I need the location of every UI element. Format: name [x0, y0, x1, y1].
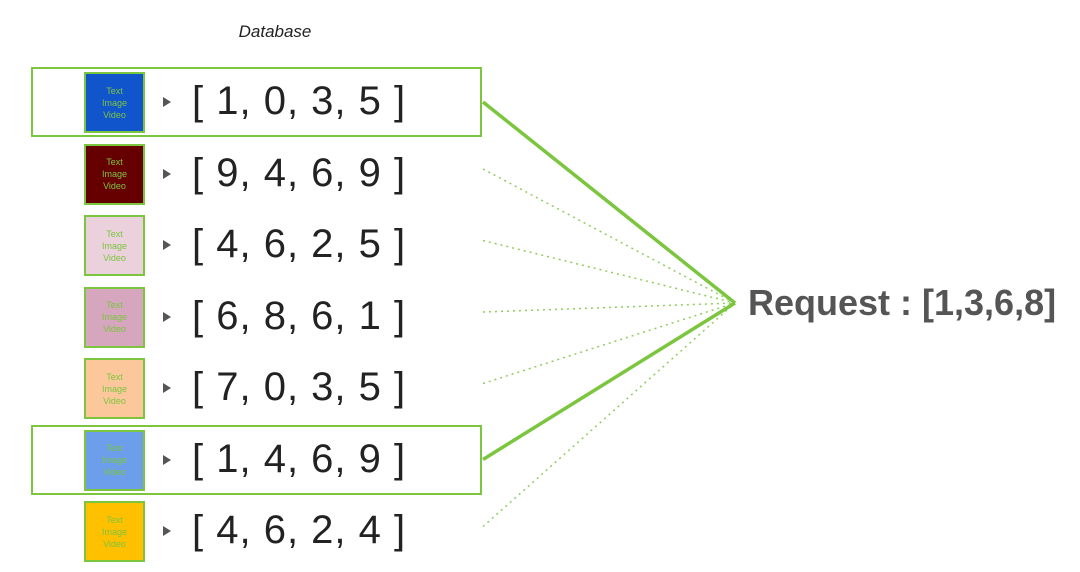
thumbnail-text: Image	[101, 383, 127, 394]
match-highlight-box	[31, 424, 482, 495]
thumbnail-text: Image	[101, 169, 127, 179]
arrow-right-icon	[163, 168, 171, 179]
thumbnail-text: Video	[103, 181, 126, 191]
arrow-right-icon	[163, 240, 171, 250]
arrow-right-icon	[163, 526, 171, 536]
match-connector-line	[481, 100, 737, 305]
thumbnail-text: Video	[103, 252, 126, 263]
embedding-vector: [ 1, 0, 3, 5 ]	[192, 79, 407, 123]
candidate-connector-line	[482, 239, 736, 304]
candidate-connector-line	[482, 168, 736, 304]
thumbnail-text: Text	[106, 300, 123, 310]
thumbnail-text: Video	[103, 538, 126, 549]
candidate-connector-line	[482, 302, 736, 313]
embedding-vector: [ 6, 8, 6, 1 ]	[192, 293, 407, 338]
embedding-vector: [ 7, 0, 3, 5 ]	[192, 365, 407, 409]
thumbnail-text: Text	[106, 85, 123, 96]
match-connector-line	[482, 301, 736, 461]
thumbnail-text: Video	[103, 109, 126, 120]
candidate-connector-line	[482, 302, 736, 528]
thumbnail-text: Text	[106, 157, 123, 167]
thumbnail-text: Video	[103, 395, 126, 406]
arrow-right-icon	[163, 383, 171, 393]
request-label: Request : [1,3,6,8]	[748, 282, 1057, 323]
arrow-right-icon	[163, 311, 171, 322]
embedding-vector: [ 4, 6, 2, 4 ]	[192, 508, 407, 552]
embedding-vector: [ 9, 4, 6, 9 ]	[192, 150, 407, 195]
candidate-connector-line	[482, 302, 736, 385]
thumbnail-text: Image	[101, 97, 127, 108]
thumbnail-text: Image	[101, 240, 127, 251]
thumbnail-text: Image	[101, 526, 127, 537]
arrow-right-icon	[163, 454, 171, 465]
thumbnail-text: Video	[103, 467, 126, 477]
match-highlight-box	[31, 67, 482, 137]
thumbnail-text: Text	[106, 228, 123, 239]
thumbnail-text: Video	[103, 324, 126, 334]
thumbnail-text: Text	[106, 371, 123, 382]
database-title: Database	[238, 22, 312, 41]
thumbnail-text: Text	[106, 443, 123, 453]
thumbnail-text: Text	[106, 514, 123, 525]
thumbnail-text: Image	[101, 455, 127, 465]
thumbnail-text: Image	[101, 312, 127, 322]
arrow-right-icon	[163, 97, 171, 107]
embedding-vector: [ 4, 6, 2, 5 ]	[192, 222, 407, 266]
embedding-vector: [ 1, 4, 6, 9 ]	[192, 436, 407, 481]
